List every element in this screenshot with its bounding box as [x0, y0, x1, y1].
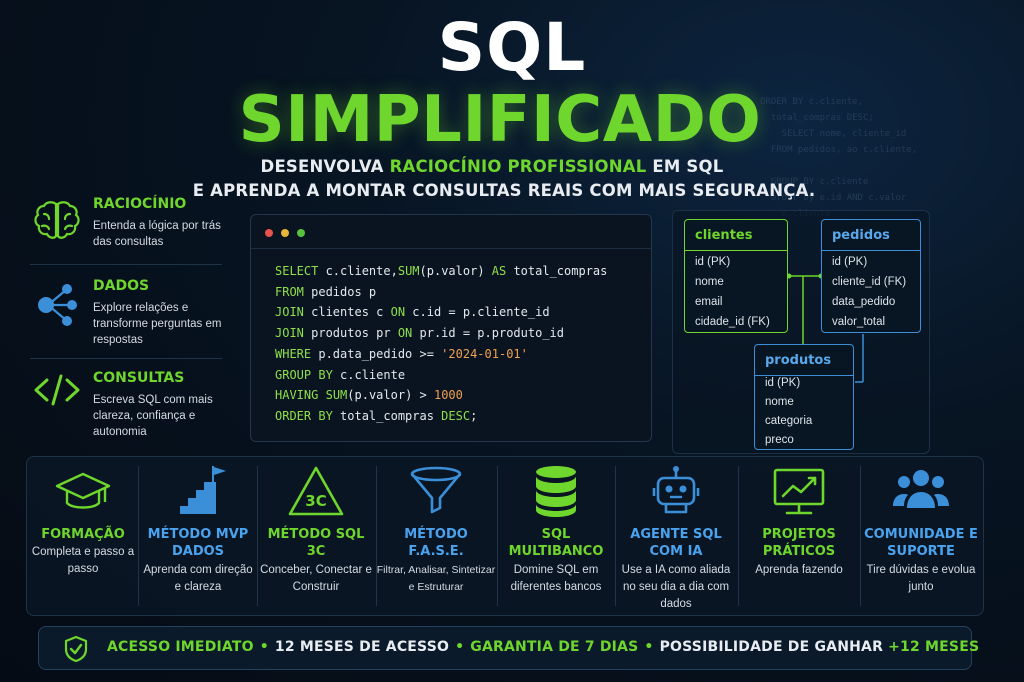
- chart-icon: [773, 468, 825, 515]
- shield-check-icon: [64, 635, 88, 663]
- feature-desc: Entenda a lógica por trás das consultas: [93, 220, 221, 248]
- database-icon: [536, 466, 576, 517]
- card-title: COMUNIDADE E SUPORTE: [864, 527, 978, 559]
- card-title: MÉTODO MVP DADOS: [147, 527, 249, 559]
- table-field: email: [695, 296, 723, 308]
- table-name: clientes: [695, 228, 753, 243]
- footer-item: +12 MESES: [888, 639, 980, 655]
- subtitle-line1: DESENVOLVA RACIOCÍNIO PROFISSIONAL EM SQ…: [260, 157, 724, 176]
- svg-text:3C: 3C: [305, 492, 326, 510]
- card-sql-multibanco: SQL MULTIBANCO Domine SQL em diferentes …: [498, 462, 614, 612]
- card-projetos: PROJETOS PRÁTICOS Aprenda fazendo: [740, 462, 858, 612]
- card-title: MÉTODO F.A.S.E.: [404, 527, 468, 559]
- card-metodo-3c: 3C MÉTODO SQL 3C Conceber, Conectar e Co…: [258, 462, 374, 612]
- card-title: SQL MULTIBANCO: [508, 527, 604, 559]
- card-desc: Filtrar, Analisar, Sintetizar e Estrutur…: [376, 564, 496, 593]
- feature-desc: Escreva SQL com mais clareza, confiança …: [93, 394, 213, 438]
- card-formacao: FORMAÇÃO Completa e passo a passo: [30, 462, 136, 612]
- code-icon: [34, 374, 80, 406]
- divider: [376, 466, 377, 606]
- card-metodo-fase: MÉTODO F.A.S.E. Filtrar, Analisar, Sinte…: [376, 462, 496, 612]
- robot-icon: [652, 466, 700, 514]
- card-title: PROJETOS PRÁTICOS: [762, 527, 836, 559]
- title-line1: SQL: [437, 9, 587, 86]
- minimize-dot: [281, 229, 289, 237]
- divider: [30, 264, 222, 265]
- card-desc: Aprenda com direção e clareza: [143, 564, 253, 593]
- table-field: data_pedido: [832, 296, 896, 308]
- triangle-3c-icon: 3C: [288, 466, 344, 516]
- table-field: categoria: [765, 415, 813, 427]
- divider: [822, 250, 920, 251]
- feature-title: CONSULTAS: [93, 370, 185, 386]
- footer-text: ACESSO IMEDIATO•12 MESES DE ACESSO•GARAN…: [107, 639, 980, 655]
- card-comunidade: COMUNIDADE E SUPORTE Tire dúvidas e evol…: [862, 462, 980, 612]
- card-desc: Domine SQL em diferentes bancos: [510, 564, 602, 593]
- background-code: ORDER BY c.cliente, total_compras DESC; …: [760, 97, 918, 219]
- footer-item: 12 MESES DE ACESSO: [274, 639, 450, 655]
- maximize-dot: [297, 229, 305, 237]
- divider: [860, 466, 861, 606]
- community-icon: [893, 470, 949, 508]
- table-produtos: produtos id (PK) nome categoria preco: [754, 344, 854, 450]
- table-field: cidade_id (FK): [695, 316, 770, 328]
- feature-title: RACIOCÍNIO: [93, 196, 187, 212]
- table-pedidos: pedidos id (PK) cliente_id (FK) data_ped…: [821, 219, 921, 333]
- card-metodo-mvp: MÉTODO MVP DADOS Aprenda com direção e c…: [142, 462, 254, 612]
- subtitle-line2: E APRENDA A MONTAR CONSULTAS REAIS COM M…: [192, 181, 816, 200]
- table-field: cliente_id (FK): [832, 276, 907, 288]
- window-titlebar: [251, 215, 651, 249]
- card-desc: Completa e passo a passo: [31, 546, 135, 575]
- features-strip: [26, 456, 984, 616]
- table-field: preco: [765, 434, 794, 446]
- card-title: MÉTODO SQL 3C: [267, 527, 365, 559]
- card-desc: Tire dúvidas e evolua junto: [866, 564, 976, 593]
- close-dot: [265, 229, 273, 237]
- sql-code: SELECT c.cliente,SUM(p.valor) AS total_c…: [275, 264, 608, 423]
- graduation-cap-icon: [55, 472, 111, 509]
- funnel-icon: [410, 466, 462, 514]
- code-window: SELECT c.cliente,SUM(p.valor) AS total_c…: [250, 214, 652, 442]
- footer-item: ACESSO IMEDIATO: [107, 639, 254, 655]
- card-agente-ia: AGENTE SQL COM IA Use a IA como aliada n…: [616, 462, 736, 612]
- feature-desc: Explore relações e transforme perguntas …: [93, 302, 222, 346]
- card-desc: Aprenda fazendo: [755, 564, 843, 576]
- table-name: pedidos: [832, 228, 890, 243]
- table-field: nome: [695, 276, 724, 288]
- brain-icon: [34, 201, 80, 239]
- table-field: nome: [765, 396, 794, 408]
- table-field: id (PK): [832, 256, 868, 268]
- footer-item: GARANTIA DE 7 DIAS: [470, 639, 639, 655]
- table-field: id (PK): [695, 256, 731, 268]
- card-title: AGENTE SQL COM IA: [630, 527, 722, 559]
- card-title: FORMAÇÃO: [41, 527, 125, 542]
- network-icon: [38, 284, 77, 326]
- divider: [615, 466, 616, 606]
- title-line2: SIMPLIFICADO: [238, 83, 762, 157]
- divider: [30, 358, 222, 359]
- table-field: valor_total: [832, 316, 886, 328]
- divider: [257, 466, 258, 606]
- divider: [685, 250, 787, 251]
- divider: [738, 466, 739, 606]
- table-clientes: clientes id (PK) nome email cidade_id (F…: [684, 219, 788, 333]
- divider: [138, 466, 139, 606]
- feature-title: DADOS: [93, 278, 150, 294]
- table-name: produtos: [765, 353, 832, 368]
- footer-banner: ACESSO IMEDIATO•12 MESES DE ACESSO•GARAN…: [38, 626, 979, 670]
- footer-item: POSSIBILIDADE DE GANHAR: [659, 639, 884, 655]
- card-desc: Use a IA como aliada no seu dia a dia co…: [621, 564, 731, 610]
- stairs-flag-icon: [180, 466, 226, 514]
- table-field: id (PK): [765, 377, 801, 389]
- divider: [497, 466, 498, 606]
- divider: [755, 375, 853, 376]
- card-desc: Conceber, Conectar e Construir: [260, 564, 372, 593]
